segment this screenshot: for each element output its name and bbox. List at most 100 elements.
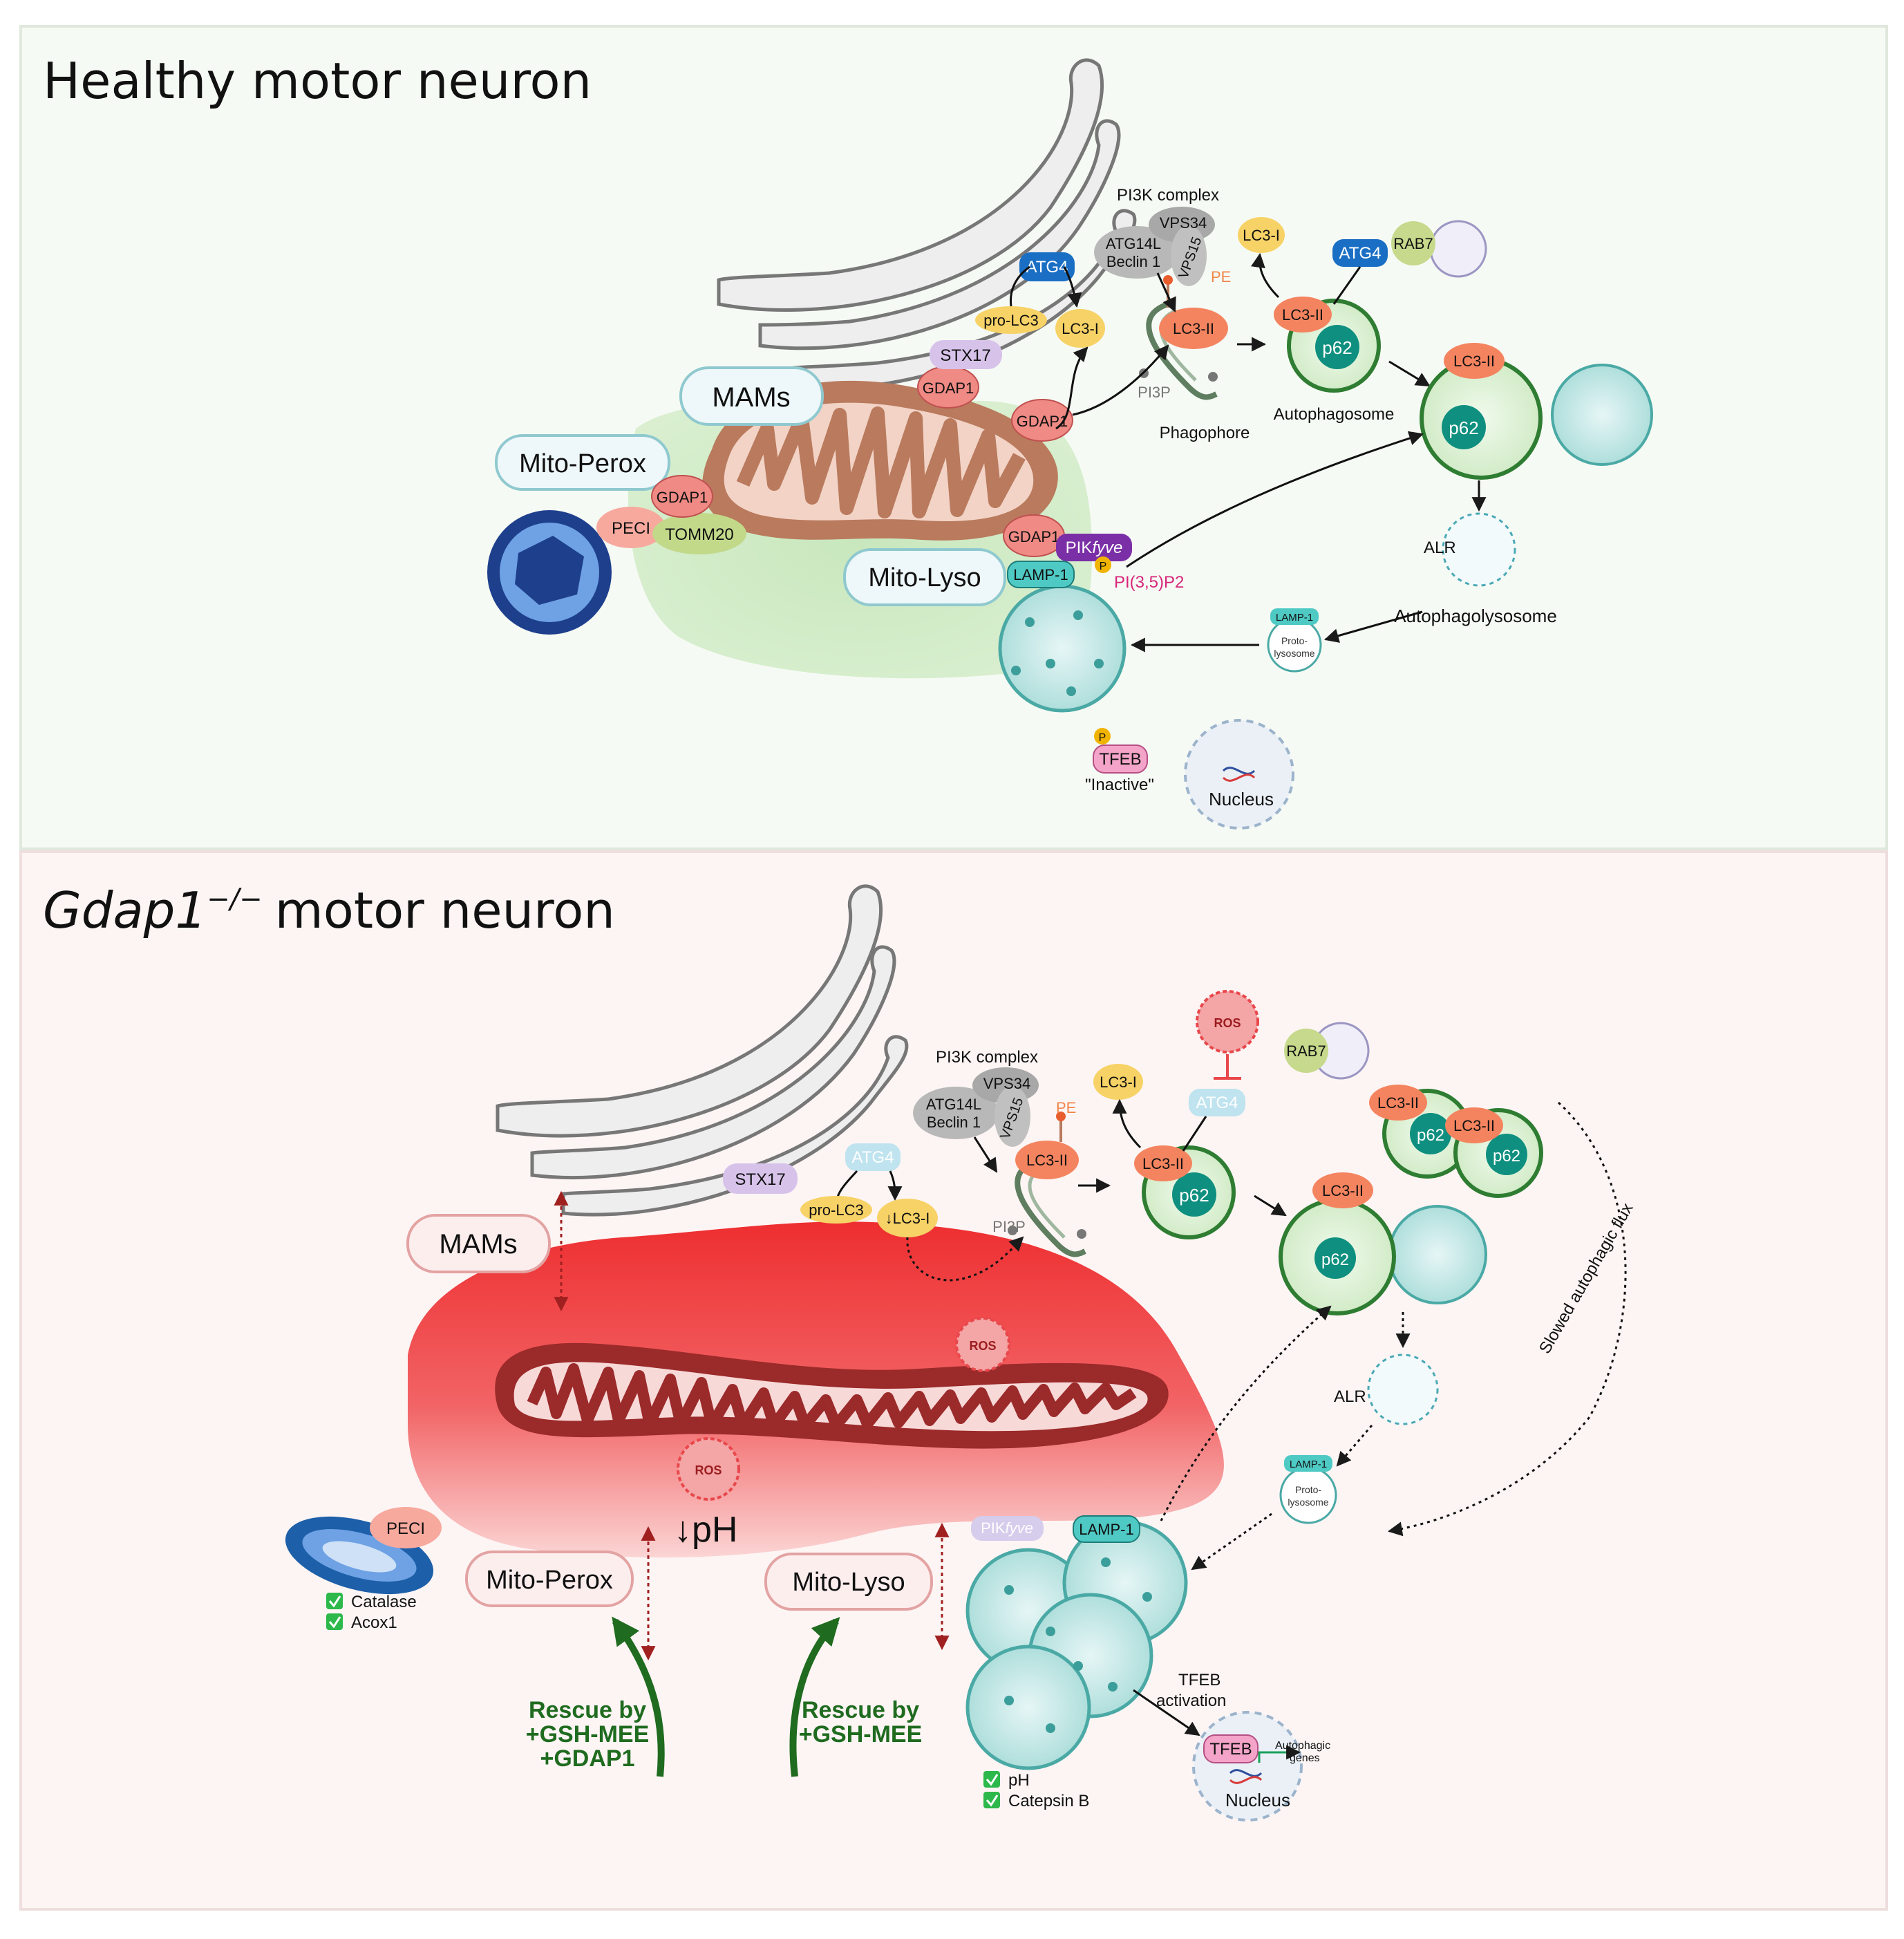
- ph-check: pH: [983, 1771, 1030, 1790]
- svg-text:P: P: [1100, 561, 1107, 572]
- svg-text:MAMs: MAMs: [439, 1229, 517, 1259]
- svg-text:ROS: ROS: [1214, 1016, 1241, 1030]
- rescue-text-lyso: Rescue by +GSH-MEE: [799, 1697, 923, 1748]
- gdap1-protein-top-stx17: GDAP1: [917, 366, 979, 409]
- tomm20-protein-top: TOMM20: [652, 513, 746, 554]
- svg-text:Mito-Perox: Mito-Perox: [486, 1566, 613, 1595]
- svg-text:Beclin 1: Beclin 1: [927, 1114, 981, 1131]
- lc3ii-protein-top-fusion: LC3-II: [1444, 343, 1505, 379]
- svg-text:pH: pH: [1008, 1771, 1030, 1790]
- svg-text:Proto-: Proto-: [1281, 635, 1308, 646]
- svg-text:lysosome: lysosome: [1274, 648, 1314, 659]
- gdap1-protein-top-perox: GDAP1: [651, 475, 713, 518]
- svg-text:LC3-II: LC3-II: [1453, 1117, 1495, 1134]
- svg-text:LC3-II: LC3-II: [1282, 306, 1323, 324]
- lc3i-protein-top-released: LC3-I: [1238, 217, 1285, 253]
- svg-text:LAMP-1: LAMP-1: [1290, 1459, 1327, 1470]
- atg4-protein-bottom-faded-2: ATG4: [1189, 1089, 1245, 1116]
- svg-text:ATG4: ATG4: [1196, 1094, 1238, 1112]
- svg-text:p62: p62: [1321, 1250, 1349, 1269]
- autophagic-genes-label-2: genes: [1290, 1752, 1320, 1764]
- pe-label-bottom: PE: [1056, 1099, 1076, 1116]
- svg-text:TOMM20: TOMM20: [665, 525, 734, 544]
- pi35p2-label-top: PI(3,5)P2: [1114, 573, 1184, 592]
- rab7-icon-top: RAB7: [1391, 220, 1487, 278]
- phosphate-badge-top: P: [1095, 556, 1111, 573]
- svg-text:+GSH-MEE: +GSH-MEE: [799, 1721, 923, 1748]
- svg-text:GDAP1: GDAP1: [923, 380, 974, 397]
- svg-text:STX17: STX17: [940, 346, 990, 365]
- lc3ii-protein-bottom-phagophore: LC3-II: [1015, 1141, 1079, 1179]
- svg-text:Catepsin B: Catepsin B: [1008, 1792, 1089, 1810]
- atg4-protein-top-2: ATG4: [1332, 239, 1388, 267]
- svg-text:LC3-II: LC3-II: [1453, 353, 1495, 370]
- svg-text:LC3-I: LC3-I: [1243, 227, 1280, 244]
- slowed-flux-arrow: [1387, 1101, 1627, 1537]
- mitochondrion-icon-bottom: [495, 1342, 1169, 1449]
- svg-text:STX17: STX17: [735, 1170, 785, 1189]
- svg-text:+GDAP1: +GDAP1: [540, 1745, 635, 1772]
- lc3ii-protein-top-phagophore: LC3-II: [1159, 308, 1228, 349]
- catalase-check: Catalase: [326, 1593, 417, 1611]
- lc3i-decreased-bottom: ↓LC3-I: [877, 1199, 938, 1237]
- svg-text:LAMP-1: LAMP-1: [1079, 1521, 1133, 1538]
- peroxisome-icon: [487, 510, 612, 635]
- mams-label-top: MAMs: [679, 366, 824, 426]
- protolysosome-icon-bottom: LAMP-1 Proto- lysosome: [1279, 1455, 1337, 1524]
- protolysosome-icon-top: LAMP-1 Proto- lysosome: [1267, 608, 1322, 673]
- svg-text:+GSH-MEE: +GSH-MEE: [526, 1721, 650, 1748]
- svg-text:"Inactive": "Inactive": [1085, 776, 1154, 794]
- svg-text:ALR: ALR: [1334, 1387, 1366, 1406]
- svg-text:Mito-Lyso: Mito-Lyso: [868, 563, 981, 592]
- svg-text:p62: p62: [1322, 337, 1352, 358]
- rab7-icon-bottom: RAB7: [1284, 1022, 1370, 1080]
- svg-text:p62: p62: [1417, 1126, 1444, 1145]
- svg-text:pro-LC3: pro-LC3: [983, 312, 1038, 329]
- svg-text:LC3-I: LC3-I: [1062, 320, 1099, 337]
- autophagic-genes-label-1: Autophagic: [1275, 1740, 1330, 1752]
- svg-text:ATG4: ATG4: [852, 1148, 894, 1167]
- stx17-protein-bottom: STX17: [723, 1163, 798, 1194]
- svg-text:LC3-II: LC3-II: [1173, 320, 1214, 337]
- svg-text:LAMP-1: LAMP-1: [1276, 612, 1313, 624]
- fusing-autolysosome-icon-bottom: p62: [1279, 1198, 1487, 1315]
- svg-text:PECI: PECI: [612, 519, 650, 538]
- tfeb-active-bottom: TFEB: [1203, 1734, 1259, 1763]
- lc3ii-protein-bottom-autophagosome: LC3-II: [1134, 1145, 1192, 1181]
- svg-text:LC3-II: LC3-II: [1142, 1155, 1184, 1172]
- svg-text:ATG4: ATG4: [1339, 244, 1382, 263]
- svg-text:pro-LC3: pro-LC3: [809, 1201, 863, 1219]
- mito-lyso-label-bottom: Mito-Lyso: [764, 1553, 933, 1611]
- svg-text:GDAP1: GDAP1: [657, 489, 708, 506]
- pi3k-complex-label-bottom: PI3K complex: [936, 1048, 1038, 1067]
- nucleus-icon-bottom: Nucleus: [1192, 1711, 1303, 1821]
- lc3ii-protein-bottom-accum-2: LC3-II: [1445, 1107, 1503, 1143]
- svg-text:TFEB: TFEB: [1209, 1740, 1252, 1759]
- lc3i-protein-top: LC3-I: [1055, 309, 1105, 348]
- svg-text:RAB7: RAB7: [1286, 1042, 1326, 1060]
- svg-text:LC3-II: LC3-II: [1322, 1182, 1364, 1199]
- lc3ii-protein-bottom-fusion: LC3-II: [1312, 1172, 1373, 1208]
- svg-text:Nucleus: Nucleus: [1209, 789, 1274, 809]
- pikfyve-protein-bottom-faded: PIKfyve: [971, 1516, 1044, 1541]
- lc3i-protein-bottom-released: LC3-I: [1093, 1064, 1143, 1100]
- lc3ii-protein-bottom-accum-1: LC3-II: [1369, 1085, 1427, 1121]
- svg-text:ATG14L: ATG14L: [1106, 235, 1161, 252]
- svg-text:Mito-Perox: Mito-Perox: [519, 449, 646, 478]
- gdap1-protein-top-lyso: GDAP1: [1003, 514, 1065, 557]
- pi3p-label-top: PI3P: [1138, 384, 1171, 401]
- ros-icon-mito: ROS: [955, 1317, 1010, 1372]
- svg-text:PECI: PECI: [386, 1519, 425, 1538]
- tfeb-activation-label-1: TFEB: [1178, 1671, 1220, 1689]
- svg-text:Nucleus: Nucleus: [1225, 1790, 1290, 1810]
- pro-lc3-protein-top: pro-LC3: [975, 306, 1047, 334]
- svg-text:ROS: ROS: [695, 1463, 722, 1477]
- svg-text:TFEB: TFEB: [1099, 750, 1141, 769]
- alr-icon-top: ALR: [1424, 512, 1516, 587]
- svg-text:↓LC3-I: ↓LC3-I: [885, 1210, 930, 1227]
- svg-text:Rescue by: Rescue by: [802, 1697, 919, 1723]
- lamp1-protein-top: LAMP-1: [1007, 561, 1075, 588]
- svg-text:PIKfyve: PIKfyve: [981, 1519, 1033, 1537]
